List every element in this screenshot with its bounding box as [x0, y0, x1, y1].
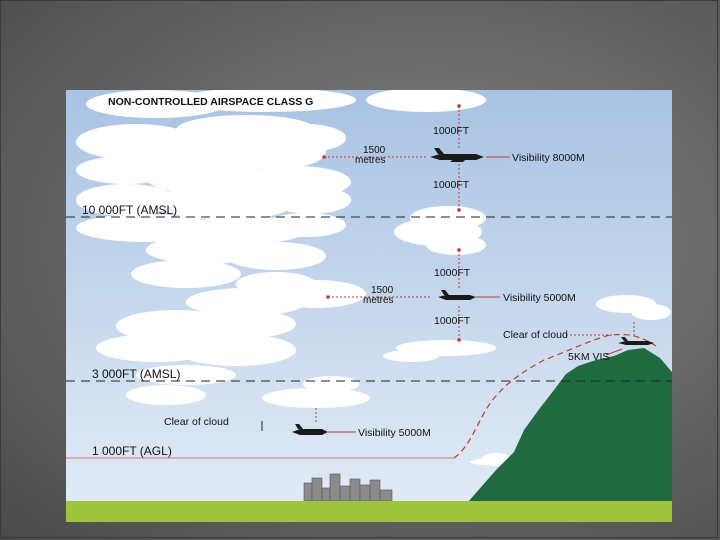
upper-below-label: 1000FT — [433, 179, 470, 191]
ground-strip — [66, 501, 672, 522]
upper-above-label: 1000FT — [433, 125, 470, 137]
middle-below-label: 1000FT — [434, 315, 471, 327]
middle-visibility-label: Visibility 5000M — [503, 292, 576, 304]
level-label-1000: 1 000FT (AGL) — [92, 444, 172, 458]
right-clear-label: Clear of cloud — [503, 329, 568, 341]
middle-horizontal-line2: metres — [363, 295, 394, 306]
upper-visibility-label: Visibility 8000M — [512, 152, 585, 164]
diagram-title: NON-CONTROLLED AIRSPACE CLASS G — [108, 96, 313, 108]
low-visibility-label: Visibility 5000M — [358, 427, 431, 439]
airspace-diagram: 10 000FT (AMSL) 3 000FT (AMSL) 1 000FT (… — [66, 90, 672, 522]
low-clear-label: Clear of cloud — [164, 416, 229, 428]
level-label-3000: 3 000FT (AMSL) — [92, 367, 180, 381]
right-vis-label: 5KM VIS — [568, 351, 609, 363]
upper-horizontal-line2: metres — [355, 155, 386, 166]
level-label-10000: 10 000FT (AMSL) — [82, 203, 177, 217]
middle-above-label: 1000FT — [434, 267, 471, 279]
